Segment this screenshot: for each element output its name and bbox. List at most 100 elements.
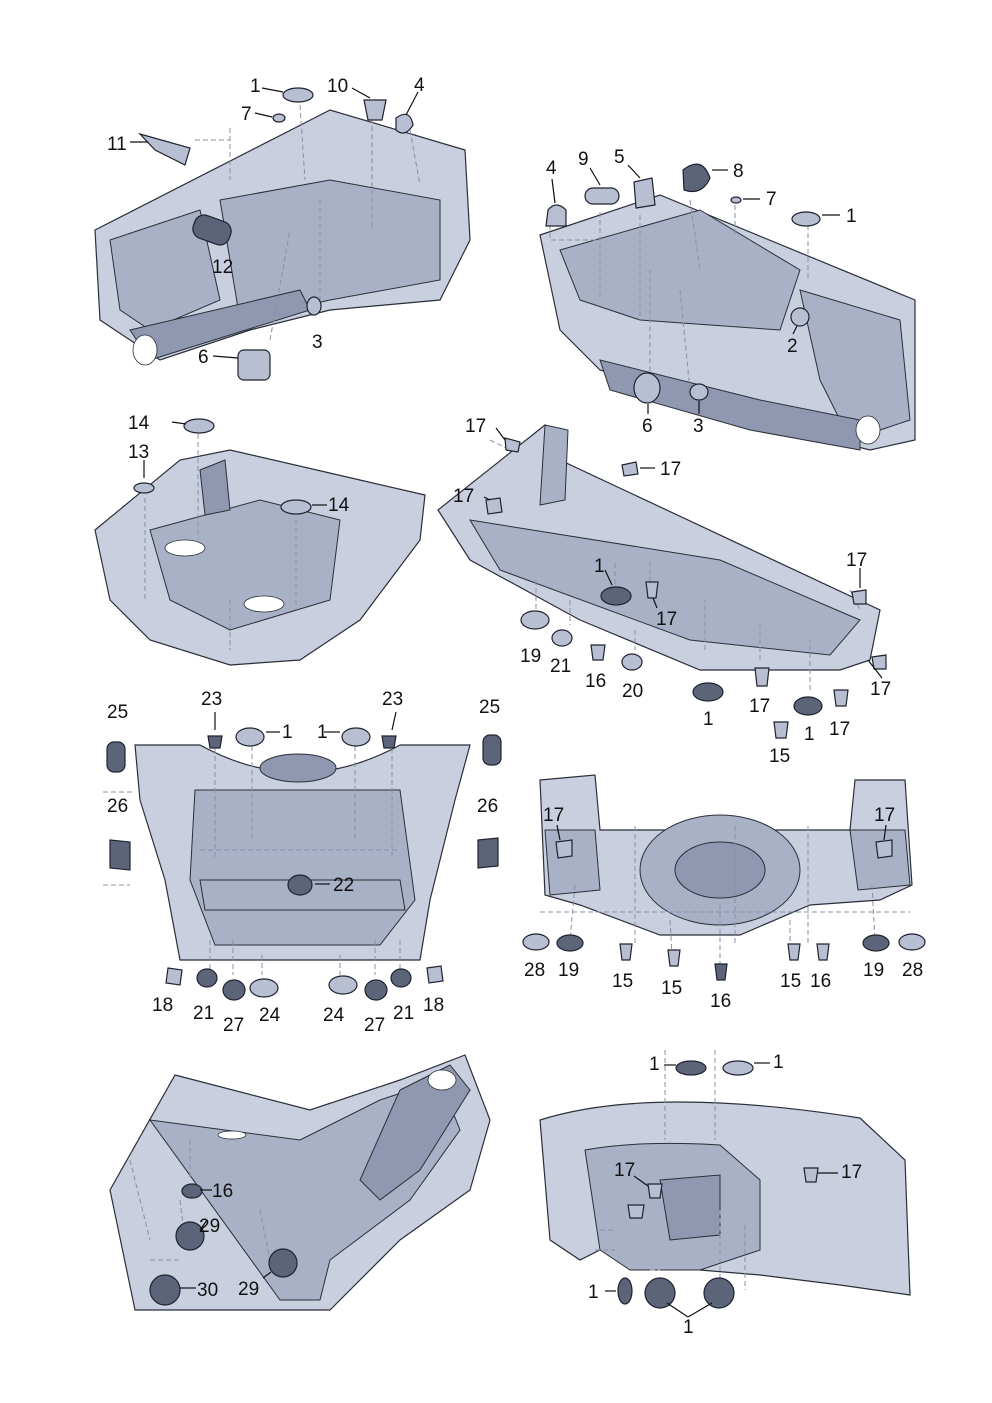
label-14: 14 bbox=[128, 413, 150, 434]
part-14-grommet bbox=[183, 418, 215, 434]
part-17-clip bbox=[803, 1167, 819, 1183]
part-4-cap bbox=[545, 204, 567, 227]
label-17: 17 bbox=[656, 609, 677, 630]
label-17: 17 bbox=[660, 459, 681, 480]
part-2-grommet bbox=[790, 307, 810, 327]
label-26: 26 bbox=[107, 796, 128, 817]
part-1-grommet bbox=[341, 727, 371, 747]
label-17: 17 bbox=[829, 719, 850, 740]
part-18-plug bbox=[426, 965, 444, 984]
label-4: 4 bbox=[546, 158, 557, 179]
part-6-connector bbox=[633, 372, 661, 404]
label-8: 8 bbox=[733, 161, 744, 182]
label-19: 19 bbox=[863, 960, 884, 981]
label-21: 21 bbox=[550, 656, 571, 677]
label-17: 17 bbox=[465, 416, 486, 437]
panel-front-left: 1 7 10 4 11 12 3 6 bbox=[94, 75, 471, 381]
label-16: 16 bbox=[585, 671, 606, 692]
part-8-cap bbox=[682, 163, 711, 193]
part-19-grommet bbox=[556, 934, 584, 952]
part-24-grommet bbox=[249, 978, 279, 998]
part-1-grommet bbox=[722, 1060, 754, 1076]
part-23-clip bbox=[207, 735, 223, 749]
label-23: 23 bbox=[382, 689, 403, 710]
label-6: 6 bbox=[198, 347, 209, 368]
label-30: 30 bbox=[197, 1280, 218, 1301]
label-17: 17 bbox=[543, 805, 564, 826]
panel-sill: 17 17 17 1 17 17 19 21 16 20 1 17 15 1 1… bbox=[437, 416, 891, 767]
part-25-cap bbox=[106, 741, 126, 773]
part-3-grommet bbox=[689, 383, 709, 401]
label-15: 15 bbox=[661, 978, 682, 999]
label-27: 27 bbox=[223, 1015, 244, 1036]
label-25: 25 bbox=[479, 697, 500, 718]
label-12: 12 bbox=[212, 257, 233, 278]
part-26-cover bbox=[109, 839, 131, 871]
label-24: 24 bbox=[323, 1005, 345, 1026]
label-2: 2 bbox=[787, 336, 798, 357]
part-1-grommet bbox=[644, 1277, 676, 1309]
label-1: 1 bbox=[804, 724, 815, 745]
label-17: 17 bbox=[874, 805, 895, 826]
label-17: 17 bbox=[614, 1160, 635, 1181]
part-17-clip bbox=[875, 839, 893, 859]
part-17-clip bbox=[627, 1204, 645, 1219]
label-29: 29 bbox=[238, 1279, 259, 1300]
label-19: 19 bbox=[558, 960, 579, 981]
part-16-clip bbox=[590, 644, 606, 661]
part-1-grommet bbox=[617, 1277, 633, 1305]
label-1: 1 bbox=[282, 722, 293, 743]
panel-floor-front: 14 13 14 bbox=[94, 413, 426, 666]
label-24: 24 bbox=[259, 1005, 281, 1026]
label-13: 13 bbox=[128, 442, 149, 463]
panel-front-right: 4 9 5 8 7 1 2 6 3 bbox=[539, 147, 916, 451]
label-21: 21 bbox=[393, 1003, 414, 1024]
part-4-cap bbox=[395, 113, 414, 134]
part-24-grommet bbox=[328, 975, 358, 995]
label-28: 28 bbox=[524, 960, 545, 981]
panel-rear-wheel-arch: 1 1 17 17 1 1 bbox=[539, 1050, 911, 1338]
part-22-plug bbox=[287, 874, 313, 896]
part-1-grommet bbox=[793, 696, 823, 716]
part-21-plug bbox=[551, 629, 573, 647]
part-21-plug bbox=[196, 968, 218, 988]
part-15-clip bbox=[667, 949, 681, 967]
label-1: 1 bbox=[317, 722, 328, 743]
label-20: 20 bbox=[622, 681, 643, 702]
part-25-cap bbox=[482, 734, 502, 766]
label-23: 23 bbox=[201, 689, 222, 710]
part-15-clip bbox=[619, 943, 633, 961]
part-20-plug bbox=[621, 653, 643, 671]
part-18-plug bbox=[165, 967, 183, 986]
part-1-grommet bbox=[675, 1060, 707, 1076]
part-15-clip bbox=[787, 943, 801, 961]
label-18: 18 bbox=[423, 995, 444, 1016]
part-27-plug bbox=[222, 979, 246, 1001]
part-17-clip bbox=[647, 1183, 663, 1199]
label-19: 19 bbox=[520, 646, 541, 667]
label-18: 18 bbox=[152, 995, 173, 1016]
part-5-clip bbox=[633, 177, 656, 209]
label-27: 27 bbox=[364, 1015, 385, 1036]
part-14-grommet bbox=[280, 499, 312, 515]
label-11: 11 bbox=[107, 134, 127, 155]
part-9-plug bbox=[584, 187, 620, 205]
part-30-plug bbox=[149, 1274, 181, 1306]
part-7-plug bbox=[272, 113, 286, 123]
part-17-clip bbox=[833, 689, 849, 707]
part-1-grommet bbox=[791, 211, 821, 227]
label-6: 6 bbox=[642, 416, 653, 437]
part-10-clip bbox=[363, 99, 387, 121]
part-28-grommet bbox=[522, 933, 550, 951]
part-12-plug bbox=[192, 214, 232, 246]
label-17: 17 bbox=[846, 550, 867, 571]
label-15: 15 bbox=[780, 971, 801, 992]
label-17: 17 bbox=[749, 696, 770, 717]
part-17-clip bbox=[871, 654, 887, 670]
part-11-bracket bbox=[138, 132, 191, 166]
label-1: 1 bbox=[773, 1052, 784, 1073]
label-7: 7 bbox=[766, 189, 777, 210]
part-1-grommet bbox=[692, 682, 724, 702]
part-1-grommet bbox=[282, 87, 314, 103]
